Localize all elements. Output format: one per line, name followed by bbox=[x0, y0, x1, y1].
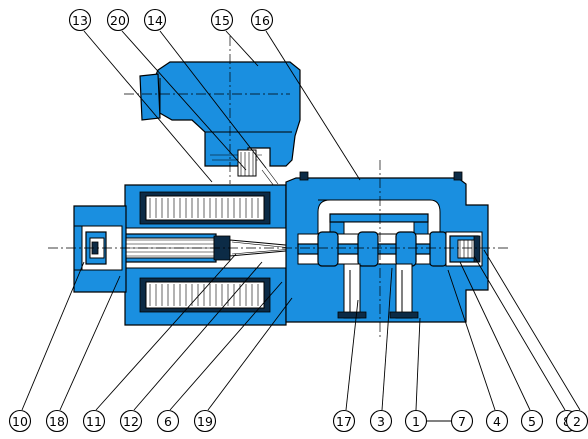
callout-circle bbox=[156, 409, 180, 433]
callout-number: 15 bbox=[214, 13, 230, 28]
callout-7: 7 bbox=[450, 409, 474, 433]
callout-number: 18 bbox=[49, 414, 65, 429]
callout-number: 13 bbox=[72, 13, 88, 28]
callout-16: 16 bbox=[250, 8, 274, 32]
callout-number: 7 bbox=[458, 414, 466, 429]
callout-number: 1 bbox=[412, 414, 420, 429]
callout-11: 11 bbox=[82, 409, 106, 433]
callout-2: 2 bbox=[565, 409, 588, 433]
callout-labels: 132014151610181112619173174582 bbox=[8, 8, 588, 433]
callout-number: 2 bbox=[573, 414, 581, 429]
callout-number: 12 bbox=[123, 414, 139, 429]
callout-number: 11 bbox=[86, 414, 102, 429]
leader-lines bbox=[21, 30, 581, 422]
callout-circle bbox=[250, 8, 274, 32]
solenoid-body bbox=[111, 184, 303, 326]
callout-circle bbox=[143, 8, 167, 32]
callout-number: 5 bbox=[528, 414, 536, 429]
callout-13: 13 bbox=[68, 8, 92, 32]
callout-circle bbox=[485, 409, 509, 433]
callout-15: 15 bbox=[210, 8, 234, 32]
callout-number: 14 bbox=[147, 13, 163, 28]
right-end-cap bbox=[445, 231, 483, 267]
callout-circle bbox=[119, 409, 143, 433]
callout-circle bbox=[369, 409, 393, 433]
callout-number: 19 bbox=[197, 414, 213, 429]
callout-circle bbox=[210, 8, 234, 32]
callout-circle bbox=[45, 409, 69, 433]
callout-1: 1 bbox=[404, 409, 428, 433]
callout-3: 3 bbox=[369, 409, 393, 433]
callout-19: 19 bbox=[193, 409, 217, 433]
callout-circle bbox=[82, 409, 106, 433]
callout-circle bbox=[520, 409, 544, 433]
callout-circle bbox=[450, 409, 474, 433]
callout-circle bbox=[404, 409, 428, 433]
callout-12: 12 bbox=[119, 409, 143, 433]
callout-circle bbox=[8, 409, 32, 433]
callout-number: 17 bbox=[336, 414, 352, 429]
callout-number: 16 bbox=[254, 13, 270, 28]
callout-6: 6 bbox=[156, 409, 180, 433]
callout-5: 5 bbox=[520, 409, 544, 433]
callout-4: 4 bbox=[485, 409, 509, 433]
center-lines bbox=[48, 36, 510, 338]
callout-17: 17 bbox=[332, 409, 356, 433]
callout-circle bbox=[332, 409, 356, 433]
callout-circle bbox=[193, 409, 217, 433]
callout-18: 18 bbox=[45, 409, 69, 433]
valve-body bbox=[285, 171, 489, 323]
callout-number: 10 bbox=[12, 414, 28, 429]
callout-number: 4 bbox=[493, 414, 501, 429]
callout-number: 6 bbox=[164, 414, 172, 429]
callout-14: 14 bbox=[143, 8, 167, 32]
callout-circle bbox=[68, 8, 92, 32]
callout-20: 20 bbox=[106, 8, 130, 32]
callout-number: 20 bbox=[110, 13, 126, 28]
spool bbox=[297, 231, 469, 267]
callout-circle bbox=[106, 8, 130, 32]
callout-10: 10 bbox=[8, 409, 32, 433]
callout-number: 3 bbox=[377, 414, 385, 429]
